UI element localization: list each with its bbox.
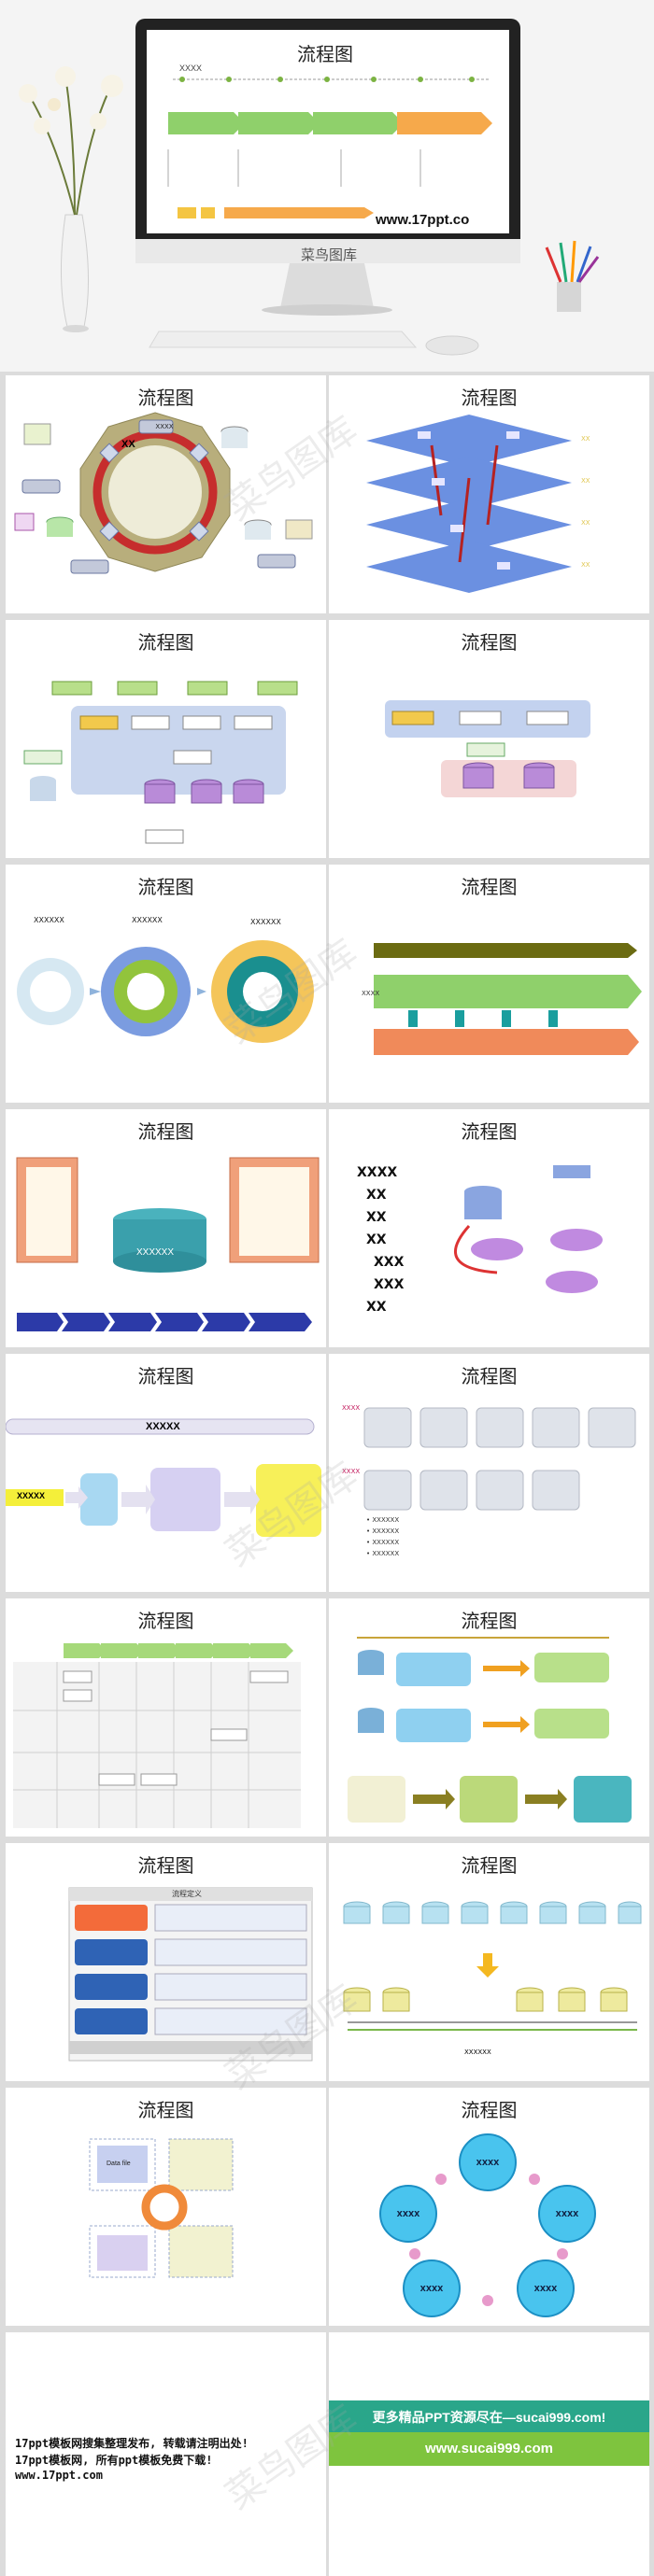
process-def-label: 流程定义: [172, 1890, 202, 1898]
slide-2: 流程图 XX XX XX XX: [329, 375, 649, 613]
svg-text:XXXX: XXXX: [357, 1165, 397, 1180]
footer-url-text: www.sucai999.com: [424, 2441, 553, 2456]
db-label: XXXXXX: [136, 1247, 175, 1258]
svg-text:XXXX: XXXX: [420, 2285, 445, 2293]
bar-label: XXXXX: [146, 1421, 180, 1432]
slide-title: 流程图: [461, 1610, 518, 1632]
svg-text:XXXXXX: XXXXXX: [34, 916, 64, 924]
footer-line3[interactable]: www.17ppt.com: [15, 2469, 103, 2482]
svg-text:XX: XX: [581, 561, 590, 569]
slide-1: 流程图 XXXX XX: [6, 375, 326, 613]
hero-title: 流程图: [297, 43, 353, 65]
svg-text:XX: XX: [581, 477, 590, 485]
hero-url: www.17ppt.co: [376, 212, 470, 228]
slide-9: 流程图 XXXXX XXXXX: [6, 1354, 326, 1592]
slide-title: 流程图: [461, 876, 518, 898]
vase-decoration: [19, 66, 123, 332]
svg-text:XX: XX: [366, 1232, 387, 1247]
slide-4: 流程图: [329, 620, 649, 858]
slide-13: 流程图 流程定义: [6, 1843, 326, 2081]
slide-6: 流程图 XXXX: [329, 865, 649, 1103]
slide-12: 流程图: [329, 1598, 649, 1837]
svg-text:• XXXXXX: • XXXXXX: [366, 1550, 399, 1557]
ring-label: XX: [121, 439, 135, 450]
slide-10: 流程图 XXXX XXXX • XXXXXX • XXXXXX • XXXXXX • X…: [329, 1354, 649, 1592]
slide-title: 流程图: [461, 2099, 518, 2121]
svg-text:• XXXXXX: • XXXXXX: [366, 1539, 399, 1546]
data-file-label: Data file: [107, 2161, 131, 2167]
footer-banner[interactable]: 更多精品PPT资源尽在—sucai999.com!: [329, 2400, 649, 2432]
svg-text:XXXX: XXXX: [362, 990, 379, 997]
footer-left: 17ppt模板网搜集整理发布, 转载请注明出处! 17ppt模板网, 所有ppt…: [6, 2332, 326, 2576]
hero-brand: 菜鸟图库: [301, 246, 358, 263]
footer-line1: 17ppt模板网搜集整理发布, 转载请注明出处!: [15, 2437, 249, 2450]
footer-banner-text: 更多精品PPT资源尽在—sucai999.com!: [372, 2410, 606, 2425]
slide-title: 流程图: [137, 1120, 194, 1143]
slide-7: 流程图 XXXXXX: [6, 1109, 326, 1347]
slide-title: 流程图: [137, 631, 194, 654]
slide-15: 流程图 Data file: [6, 2088, 326, 2326]
slide-title: 流程图: [461, 1365, 518, 1387]
svg-text:XXX: XXX: [374, 1277, 405, 1292]
svg-text:XXXX: XXXX: [342, 1404, 360, 1412]
slide-11: 流程图: [6, 1598, 326, 1837]
svg-text:XX: XX: [366, 1300, 387, 1315]
slide-title: 流程图: [461, 1120, 518, 1143]
slide-title: 流程图: [461, 631, 518, 654]
node-label: XXXX: [155, 423, 173, 430]
slide-title: 流程图: [137, 876, 194, 898]
svg-text:• XXXXXX: • XXXXXX: [366, 1527, 399, 1535]
svg-text:XX: XX: [581, 519, 590, 527]
slide-title: 流程图: [137, 2099, 194, 2121]
svg-text:XXXXXX: XXXXXX: [132, 916, 163, 924]
footer-right: 更多精品PPT资源尽在—sucai999.com! www.sucai999.c…: [329, 2332, 649, 2576]
svg-text:XX: XX: [366, 1188, 387, 1203]
slide-3: 流程图: [6, 620, 326, 858]
footer-url-bar[interactable]: www.sucai999.com: [329, 2432, 649, 2466]
slide-title: 流程图: [137, 387, 194, 409]
svg-text:• XXXXXX: • XXXXXX: [366, 1516, 399, 1524]
slide-title: 流程图: [137, 1854, 194, 1877]
box-label: XXXXX: [17, 1491, 46, 1500]
slide-5: 流程图 XXXXXX XXXXXX XXXXXX: [6, 865, 326, 1103]
svg-text:XXXX: XXXX: [556, 2210, 580, 2218]
pencil-cup-decoration: [545, 240, 600, 312]
slide-14: 流程图 XXXXXX: [329, 1843, 649, 2081]
svg-text:XXX: XXX: [374, 1255, 405, 1270]
hero-timeline-label: XXXX: [179, 63, 203, 73]
slide-16: 流程图 XXXX XXXX XXXX XXXX XXXX: [329, 2088, 649, 2326]
slide-title: 流程图: [461, 1854, 518, 1877]
svg-text:XXXXXX: XXXXXX: [464, 2048, 491, 2056]
hero-banner: 流程图 www.17ppt.co 菜鸟图库 XXXX: [0, 0, 654, 372]
svg-text:XXXX: XXXX: [342, 1468, 360, 1475]
hero-illustration: [19, 19, 600, 356]
svg-text:XX: XX: [581, 435, 590, 443]
slide-title: 流程图: [461, 387, 518, 409]
footer-line2: 17ppt模板网, 所有ppt模板免费下载!: [15, 2454, 213, 2467]
svg-text:XXXX: XXXX: [476, 2159, 501, 2167]
slide-title: 流程图: [137, 1365, 194, 1387]
svg-text:XXXX: XXXX: [397, 2210, 421, 2218]
svg-text:XXXX: XXXX: [534, 2285, 559, 2293]
slide-title: 流程图: [137, 1610, 194, 1632]
svg-text:XXXXXX: XXXXXX: [250, 918, 281, 926]
svg-text:XX: XX: [366, 1210, 387, 1225]
